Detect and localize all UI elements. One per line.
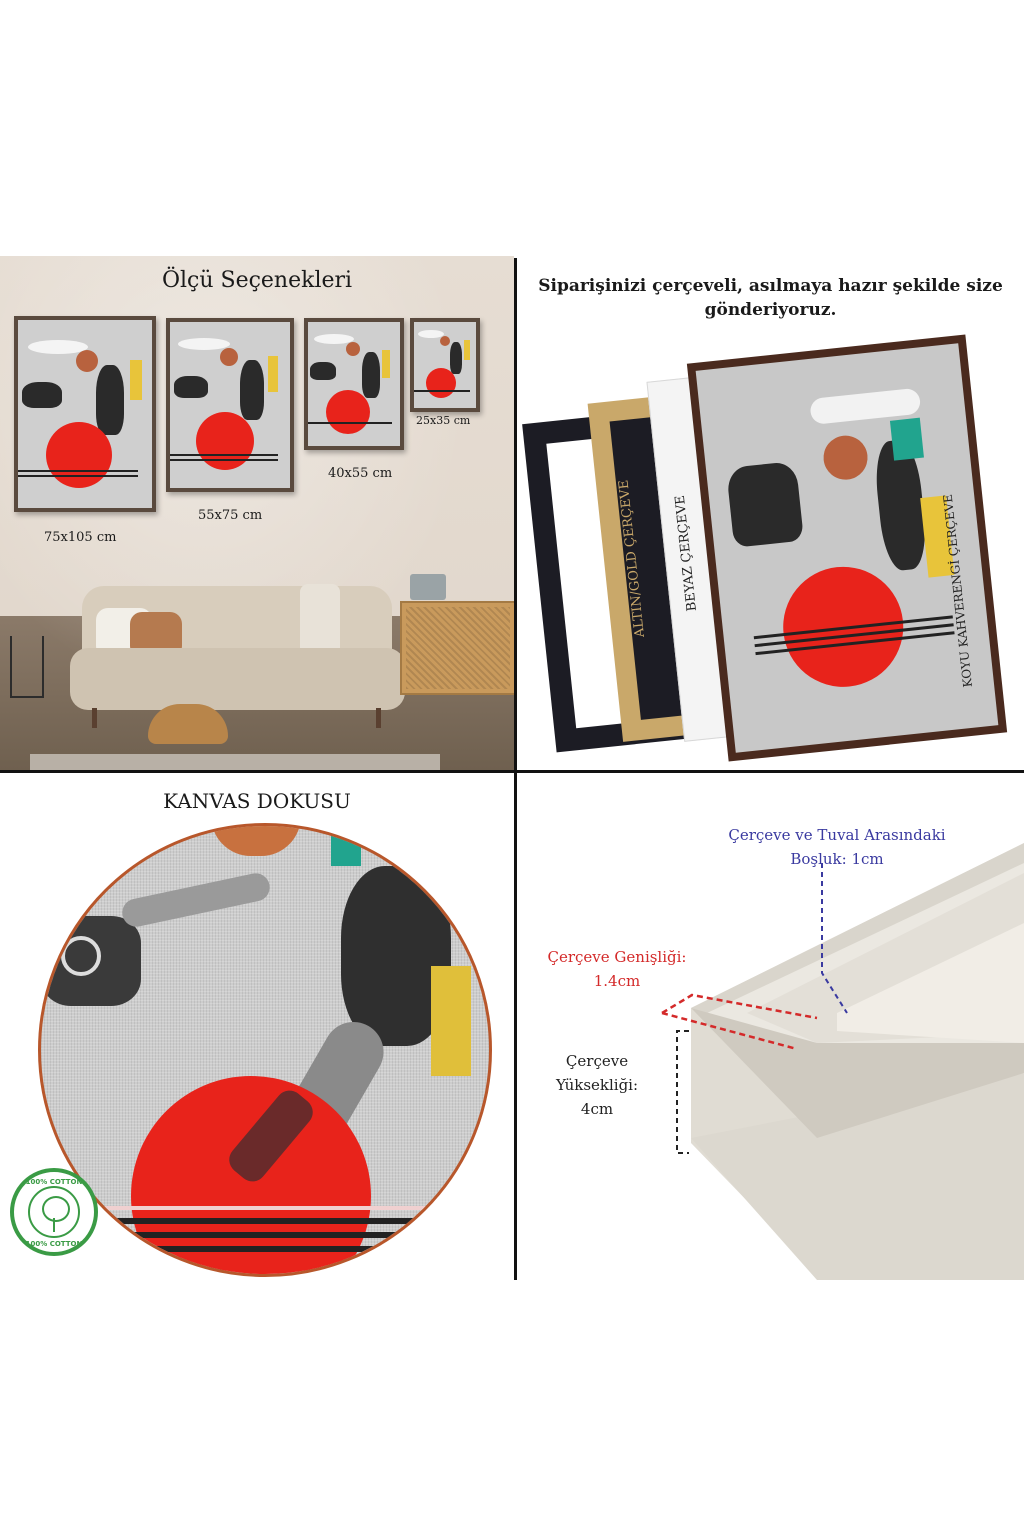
size-options-title: Ölçü Seçenekleri	[161, 268, 353, 293]
rattan-cabinet	[400, 601, 514, 695]
cotton-badge: 100% COTTON 100% COTTON	[10, 1168, 98, 1256]
canvas-texture-closeup	[38, 823, 492, 1277]
size-label-75x105: 75x105 cm	[44, 530, 117, 545]
size-label-25x35: 25x35 cm	[416, 414, 471, 427]
frame-dimensions-panel: Çerçeve ve Tuval Arasındaki Boşluk: 1cm …	[517, 773, 1024, 1280]
frame-colors-panel: Siparişinizi çerçeveli, asılmaya hazır ş…	[517, 256, 1024, 770]
frame-width-label: Çerçeve Genişliği: 1.4cm	[547, 948, 687, 990]
gap-label: Çerçeve ve Tuval Arasındaki Boşluk: 1cm	[728, 826, 946, 868]
frame-55x75[interactable]	[166, 318, 294, 492]
canvas-texture-panel: KANVAS DOKUSU 100% COTTON 100% COTTON	[0, 773, 514, 1280]
size-label-55x75: 55x75 cm	[198, 508, 263, 523]
frame-25x35[interactable]	[410, 318, 480, 412]
frames-title: Siparişinizi çerçeveli, asılmaya hazır ş…	[538, 276, 1003, 320]
floor-lamp	[10, 636, 44, 698]
vertical-divider	[514, 258, 517, 1280]
frame-corner-illustration	[691, 843, 1024, 1280]
rug	[30, 754, 440, 770]
frame-40x55[interactable]	[304, 318, 404, 450]
canvas-texture-title: KANVAS DOKUSU	[163, 789, 351, 813]
frame-height-label: Çerçeve Yüksekliği: 4cm	[555, 1052, 639, 1118]
size-options-panel: Ölçü Seçenekleri	[0, 256, 514, 770]
cotton-icon	[28, 1186, 80, 1238]
horizontal-divider	[0, 770, 1024, 773]
frame-75x105[interactable]	[14, 316, 156, 512]
size-label-40x55: 40x55 cm	[328, 466, 393, 481]
rattan-table	[148, 704, 228, 744]
